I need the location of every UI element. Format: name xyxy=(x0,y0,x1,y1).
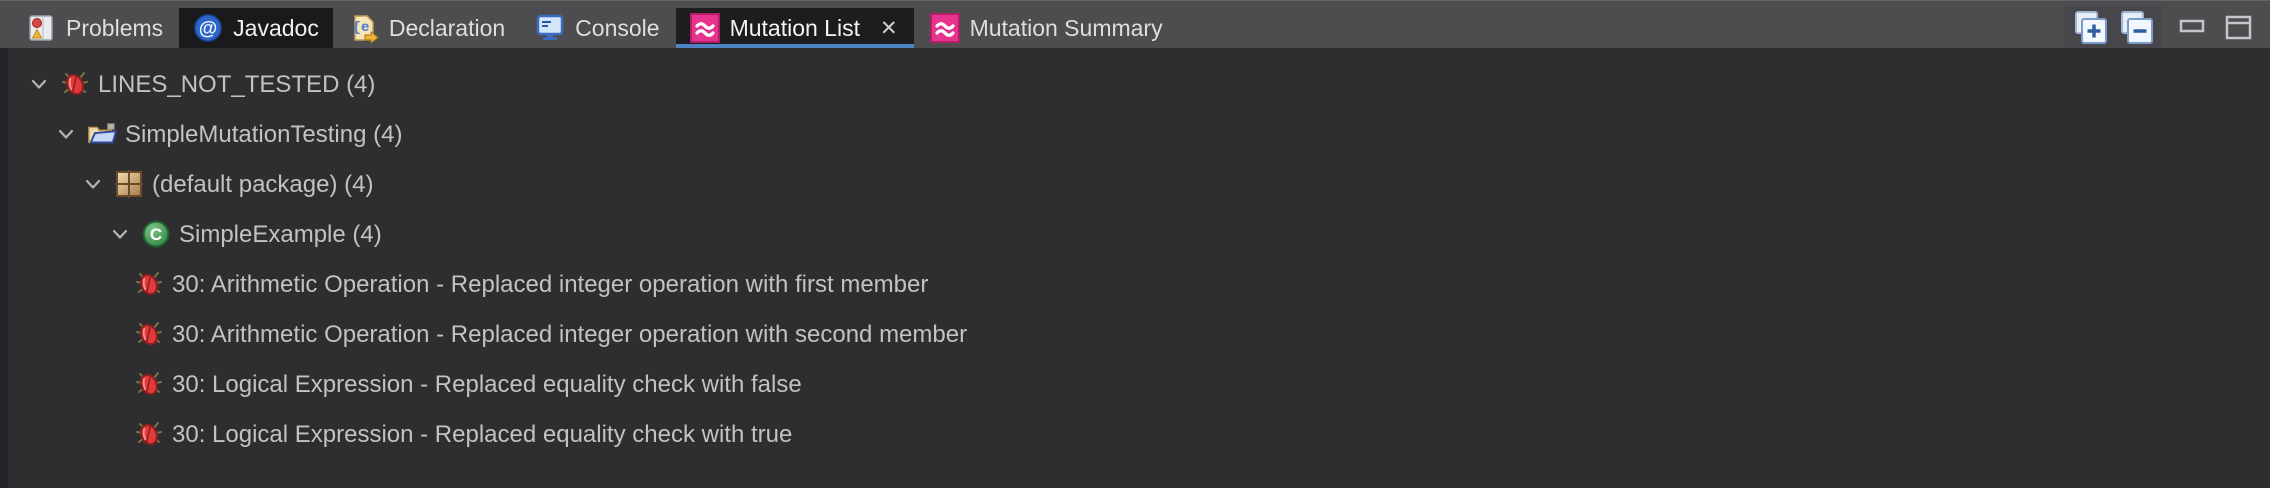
tab-problems[interactable]: Problems xyxy=(12,8,177,48)
svg-text:C: C xyxy=(150,225,162,244)
tree-row[interactable]: SimpleMutationTesting (4) xyxy=(8,109,2270,159)
tree-row[interactable]: (default package) (4) xyxy=(8,159,2270,209)
tab-console[interactable]: Console xyxy=(521,8,673,48)
problems-icon xyxy=(29,15,53,41)
tab-label: Javadoc xyxy=(233,14,319,41)
chevron-down-icon[interactable] xyxy=(26,71,52,97)
tab-declaration[interactable]: {e Declaration xyxy=(335,8,519,48)
tree-row[interactable]: 30: Logical Expression - Replaced equali… xyxy=(8,409,2270,459)
tab-label: Problems xyxy=(66,14,164,41)
tree-item-label: 30: Arithmetic Operation - Replaced inte… xyxy=(172,270,929,298)
tree-row[interactable]: 30: Arithmetic Operation - Replaced inte… xyxy=(8,259,2270,309)
console-icon xyxy=(536,14,564,40)
bug-icon xyxy=(134,369,164,399)
tree-row[interactable]: LINES_NOT_TESTED (4) xyxy=(8,59,2270,109)
tree-row[interactable]: C SimpleExample (4) xyxy=(8,209,2270,259)
tree-item-label: 30: Arithmetic Operation - Replaced inte… xyxy=(172,320,968,348)
view-tabbar: Problems @ Javadoc {e Declaration xyxy=(0,0,2270,50)
bug-icon xyxy=(134,419,164,449)
tree-item-label: (default package) (4) xyxy=(152,170,374,198)
chevron-down-icon[interactable] xyxy=(80,171,106,197)
tab-label: Declaration xyxy=(388,14,506,41)
class-icon: C xyxy=(141,219,171,249)
chevron-down-icon[interactable] xyxy=(107,221,133,247)
tree-toolbar-group xyxy=(2064,6,2162,50)
collapse-all-button[interactable] xyxy=(2117,9,2155,47)
maximize-button[interactable] xyxy=(2224,13,2254,43)
tree-row[interactable]: 30: Arithmetic Operation - Replaced inte… xyxy=(8,309,2270,359)
tree-item-label: 30: Logical Expression - Replaced equali… xyxy=(172,370,802,398)
tab-mutation-list[interactable]: Mutation List ✕ xyxy=(675,8,914,48)
bug-icon xyxy=(134,269,164,299)
tab-javadoc[interactable]: @ Javadoc xyxy=(179,8,333,48)
mutation-icon xyxy=(689,13,720,43)
bug-icon xyxy=(60,69,90,99)
svg-text:{e: {e xyxy=(352,20,369,36)
tab-mutation-summary[interactable]: Mutation Summary xyxy=(916,8,1177,48)
close-icon[interactable]: ✕ xyxy=(879,16,898,40)
javadoc-icon: @ xyxy=(194,14,222,42)
project-folder-icon xyxy=(87,119,117,149)
tree-item-label: SimpleExample (4) xyxy=(179,220,382,248)
tab-label: Mutation List xyxy=(729,14,860,41)
bug-icon xyxy=(134,319,164,349)
minimize-button[interactable] xyxy=(2178,13,2208,43)
package-icon xyxy=(114,169,144,199)
tree-item-label: LINES_NOT_TESTED (4) xyxy=(98,70,376,98)
mutation-tree: LINES_NOT_TESTED (4) SimpleMutationTesti… xyxy=(0,48,2270,488)
tree-row[interactable]: 30: Logical Expression - Replaced equali… xyxy=(8,359,2270,409)
minimize-icon xyxy=(2179,19,2205,33)
mutation-icon xyxy=(929,13,960,43)
chevron-down-icon[interactable] xyxy=(53,121,79,147)
svg-text:@: @ xyxy=(199,19,218,40)
tree-item-label: 30: Logical Expression - Replaced equali… xyxy=(172,420,793,448)
expand-all-button[interactable] xyxy=(2071,9,2109,47)
expand-all-icon xyxy=(2075,11,2107,44)
declaration-icon: {e xyxy=(352,15,379,43)
collapse-all-icon xyxy=(2121,11,2153,44)
view-toolbar xyxy=(2064,6,2254,50)
maximize-icon xyxy=(2225,15,2252,40)
tree-item-label: SimpleMutationTesting (4) xyxy=(125,120,403,148)
tab-label: Mutation Summary xyxy=(969,14,1163,41)
tab-label: Console xyxy=(575,14,660,41)
